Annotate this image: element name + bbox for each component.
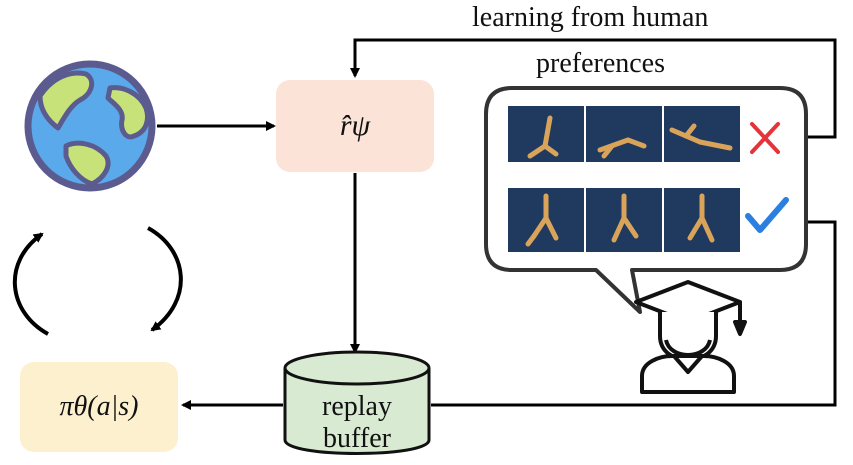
- reward-model-box: r̂ψ: [276, 80, 434, 172]
- cycle-arrows-icon: [12, 226, 183, 336]
- buffer-label-line2: buffer: [323, 423, 391, 454]
- rejected-trajectory-frames: [508, 106, 740, 162]
- check-icon: [745, 197, 789, 233]
- arrow-feedback-to-reward: [350, 38, 837, 139]
- teacher-icon: [634, 280, 747, 394]
- reward-model-label: r̂ψ: [339, 109, 371, 142]
- arrow-buffer-to-feedback: [431, 217, 837, 407]
- feedback-label-line2: preferences: [536, 48, 666, 79]
- preferred-trajectory-frames: [508, 188, 740, 252]
- cross-icon: [750, 122, 780, 154]
- policy-box: πθ(a|s): [20, 362, 178, 452]
- buffer-label-line1: replay: [322, 391, 392, 422]
- policy-label: πθ(a|s): [59, 391, 139, 422]
- feedback-label-line1: learning from human: [472, 2, 709, 33]
- replay-buffer-cylinder: [283, 350, 431, 455]
- earth-globe-icon: [24, 60, 156, 192]
- walker-frame-icon: [586, 106, 662, 162]
